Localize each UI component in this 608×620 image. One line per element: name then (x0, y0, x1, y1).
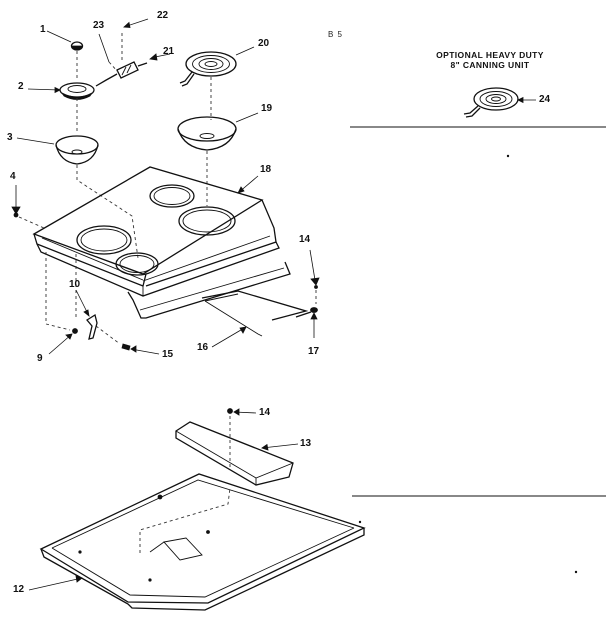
callout-2: 2 (18, 81, 24, 92)
wire-23 (98, 33, 119, 73)
callout-22: 22 (157, 10, 169, 21)
stray-dot (358, 520, 362, 524)
screw-22 (121, 18, 149, 62)
surface-element-20 (179, 46, 255, 120)
callout-18: 18 (260, 164, 272, 175)
callout-23: 23 (93, 20, 105, 31)
insulation-pad-13 (175, 421, 299, 486)
clip-17 (310, 307, 318, 338)
screw-14-lower (227, 408, 257, 470)
callout-24: 24 (539, 94, 551, 105)
bottom-panel-12 (28, 473, 366, 611)
knob-bezel-2 (27, 82, 95, 132)
callout-14-upper: 14 (299, 234, 311, 245)
optional-unit-title-line-1: OPTIONAL HEAVY DUTY (436, 50, 544, 60)
callout-17: 17 (308, 346, 320, 357)
cooktop-18 (32, 166, 291, 319)
stray-dot (506, 154, 510, 158)
callout-3: 3 (7, 132, 13, 143)
stray-dot (574, 570, 578, 574)
optional-unit-title-line-2: 8" CANNING UNIT (450, 60, 530, 70)
callout-12: 12 (13, 584, 25, 595)
clip-15 (121, 343, 160, 355)
assembly-guide-lines (45, 252, 121, 345)
canning-element-24 (463, 87, 536, 118)
callout-9: 9 (37, 353, 43, 364)
wire-harness-16 (201, 290, 312, 348)
optional-unit-title: OPTIONAL HEAVY DUTY 8" CANNING UNIT (420, 50, 560, 70)
callout-14-lower: 14 (259, 407, 271, 418)
callout-1: 1 (40, 24, 46, 35)
drip-bowl-large-19 (177, 112, 259, 206)
receptacle-21 (95, 53, 171, 87)
callout-15: 15 (162, 349, 174, 360)
callout-16: 16 (197, 342, 209, 353)
callout-19: 19 (261, 103, 273, 114)
screw-4 (11, 185, 45, 229)
callout-13: 13 (300, 438, 312, 449)
callout-21: 21 (163, 46, 175, 57)
drip-bowl-small-3 (16, 135, 139, 259)
screw-9 (48, 328, 78, 355)
callout-4: 4 (10, 171, 16, 182)
callout-10: 10 (69, 279, 81, 290)
bracket-10 (75, 289, 98, 340)
callout-20: 20 (258, 38, 270, 49)
page-code: B 5 (328, 30, 344, 39)
screw-14-upper (309, 249, 320, 304)
knob-1 (46, 30, 84, 78)
